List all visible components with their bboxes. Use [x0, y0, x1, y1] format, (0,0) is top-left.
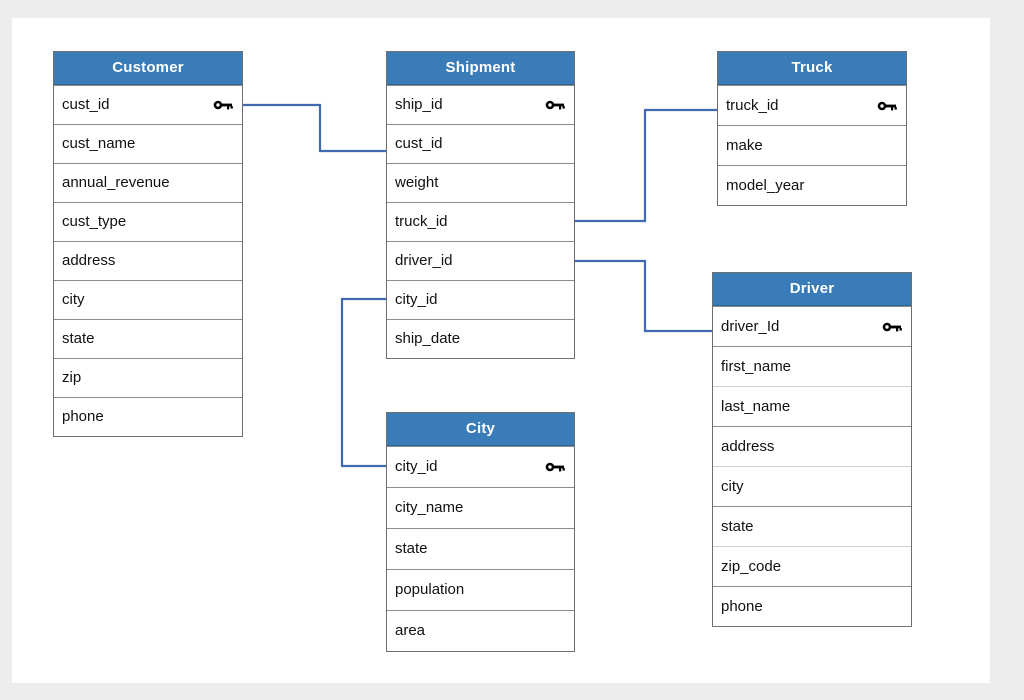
connector-shipment-truck [573, 108, 719, 223]
attribute-label: make [726, 137, 763, 154]
attribute-row[interactable]: driver_id [387, 241, 574, 280]
connector-shipment-city [340, 297, 388, 468]
entity-header-truck: Truck [718, 52, 906, 85]
attribute-row[interactable]: cust_name [54, 124, 242, 163]
attribute-row[interactable]: driver_Id [713, 306, 911, 346]
entity-header-city: City [387, 413, 574, 446]
attribute-row[interactable]: city_name [387, 487, 574, 528]
attribute-label: state [721, 518, 754, 535]
attribute-label: city_id [395, 458, 438, 475]
attribute-row[interactable]: first_name [713, 346, 911, 386]
entity-truck[interactable]: Truck truck_id make model_year [717, 51, 907, 206]
attribute-row[interactable]: state [54, 319, 242, 358]
attribute-label: ship_id [395, 96, 443, 113]
attribute-label: cust_name [62, 135, 136, 152]
attribute-row[interactable]: last_name [713, 386, 911, 426]
attribute-row[interactable]: address [713, 426, 911, 466]
attribute-row[interactable]: zip [54, 358, 242, 397]
attribute-label: truck_id [395, 213, 448, 230]
attribute-label: last_name [721, 398, 791, 415]
attribute-row[interactable]: model_year [718, 165, 906, 205]
attribute-label: city [721, 478, 744, 495]
attribute-label: ship_date [395, 330, 461, 347]
entity-header-shipment: Shipment [387, 52, 574, 85]
attribute-row[interactable]: ship_date [387, 319, 574, 358]
attribute-row[interactable]: make [718, 125, 906, 165]
attribute-label: area [395, 622, 426, 639]
attribute-label: city_name [395, 499, 464, 516]
attribute-row[interactable]: address [54, 241, 242, 280]
attribute-row[interactable]: zip_code [713, 546, 911, 586]
attribute-row[interactable]: state [387, 528, 574, 569]
attribute-row[interactable]: population [387, 569, 574, 610]
attribute-row[interactable]: truck_id [387, 202, 574, 241]
attribute-row[interactable]: weight [387, 163, 574, 202]
primary-key-icon [545, 100, 565, 110]
attribute-row[interactable]: phone [713, 586, 911, 626]
attribute-label: driver_Id [721, 318, 780, 335]
attribute-label: population [395, 581, 465, 598]
attribute-label: model_year [726, 177, 805, 194]
attribute-row[interactable]: ship_id [387, 85, 574, 124]
entity-driver[interactable]: Driver driver_Id first_name last_name ad… [712, 272, 912, 627]
entity-shipment[interactable]: Shipment ship_id cust_id weight truck_id… [386, 51, 575, 359]
attribute-row[interactable]: city_id [387, 446, 574, 487]
primary-key-icon [877, 101, 897, 110]
attribute-row[interactable]: cust_type [54, 202, 242, 241]
connector-customer-shipment [241, 103, 388, 153]
attribute-row[interactable]: cust_id [54, 85, 242, 124]
entity-city[interactable]: City city_id city_name state population … [386, 412, 575, 652]
attribute-row[interactable]: city_id [387, 280, 574, 319]
attribute-label: driver_id [395, 252, 453, 269]
attribute-label: address [62, 252, 116, 269]
attribute-label: phone [62, 408, 104, 425]
attribute-label: state [395, 540, 428, 557]
entity-header-customer: Customer [54, 52, 242, 85]
primary-key-icon [213, 100, 233, 110]
attribute-label: annual_revenue [62, 174, 170, 191]
attribute-label: first_name [721, 358, 792, 375]
attribute-label: cust_type [62, 213, 127, 230]
attribute-label: zip_code [721, 558, 782, 575]
attribute-label: state [62, 330, 95, 347]
attribute-label: truck_id [726, 97, 779, 114]
attribute-row[interactable]: annual_revenue [54, 163, 242, 202]
attribute-label: address [721, 438, 775, 455]
attribute-row[interactable]: cust_id [387, 124, 574, 163]
primary-key-icon [545, 462, 565, 472]
attribute-row[interactable]: phone [54, 397, 242, 436]
attribute-row[interactable]: state [713, 506, 911, 546]
attribute-label: zip [62, 369, 82, 386]
attribute-label: weight [395, 174, 439, 191]
attribute-label: city [62, 291, 85, 308]
connector-shipment-driver [573, 259, 714, 333]
attribute-label: cust_id [62, 96, 110, 113]
attribute-row[interactable]: area [387, 610, 574, 651]
attribute-row[interactable]: truck_id [718, 85, 906, 125]
attribute-label: city_id [395, 291, 438, 308]
attribute-label: phone [721, 598, 763, 615]
attribute-label: cust_id [395, 135, 443, 152]
attribute-row[interactable]: city [713, 466, 911, 506]
entity-header-driver: Driver [713, 273, 911, 306]
entity-customer[interactable]: Customer cust_id cust_name annual_revenu… [53, 51, 243, 437]
primary-key-icon [882, 322, 902, 331]
attribute-row[interactable]: city [54, 280, 242, 319]
